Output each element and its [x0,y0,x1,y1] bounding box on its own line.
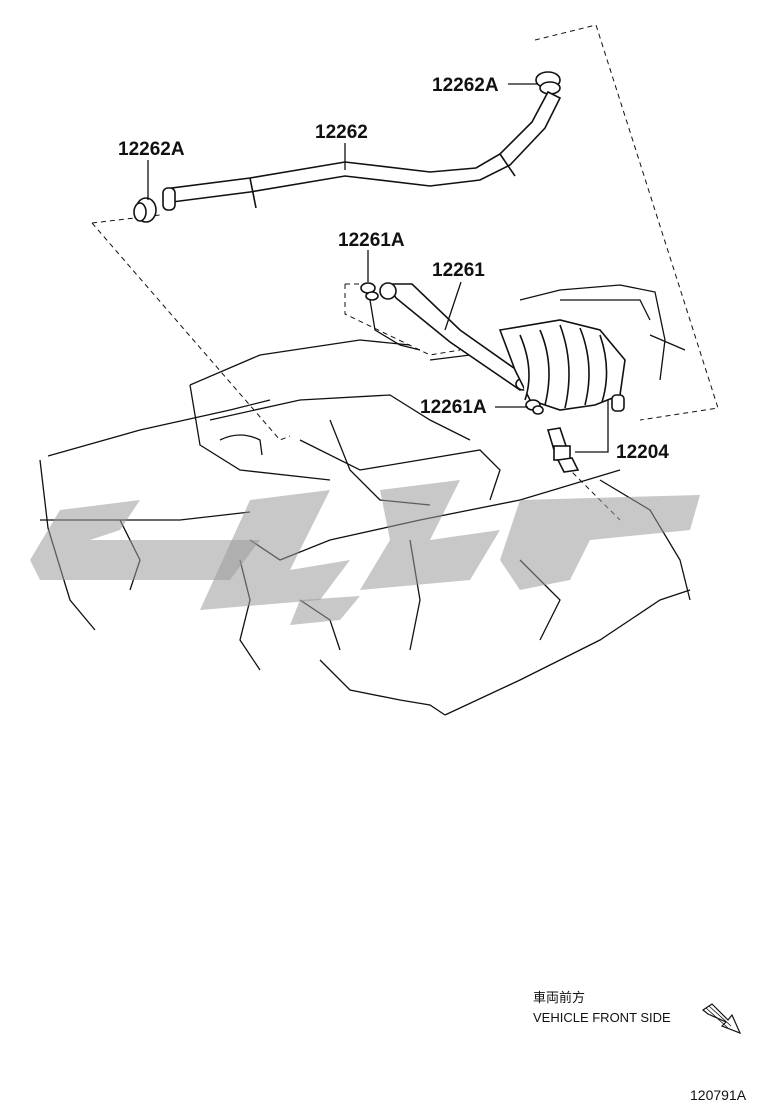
hose-clip-bottom [525,399,544,415]
reference-code: 120791A [690,1087,747,1103]
air-intake-bellows [498,319,626,412]
engine-block-outline [39,284,691,716]
callout-12261: 12261 [432,260,485,281]
arrow-down-right-icon [701,1003,742,1035]
hose-clamp-left [133,197,157,223]
ventilation-hose-upper [162,90,562,211]
hose-clamp-top [535,71,561,95]
direction-label-japanese: 車両前方 [533,990,585,1005]
callout-12262a-left: 12262A [118,139,185,160]
direction-label-english: VEHICLE FRONT SIDE [533,1010,671,1025]
callout-12262a-top: 12262A [432,75,499,96]
assembly-boundary-upper [534,24,719,421]
callout-12261a-bottom: 12261A [420,397,487,418]
watermark-logo [30,480,700,625]
callout-12262: 12262 [315,122,368,143]
hose-clip-top [360,282,379,301]
assembly-boundary-left [91,214,291,441]
assembly-boundary-clip [344,283,461,356]
callout-12204: 12204 [616,442,669,463]
pcv-valve [546,427,580,473]
leader-lines [147,83,609,453]
vehicle-front-indicator: 車両前方 VEHICLE FRONT SIDE [533,990,742,1035]
callout-12261a-top: 12261A [338,230,405,251]
